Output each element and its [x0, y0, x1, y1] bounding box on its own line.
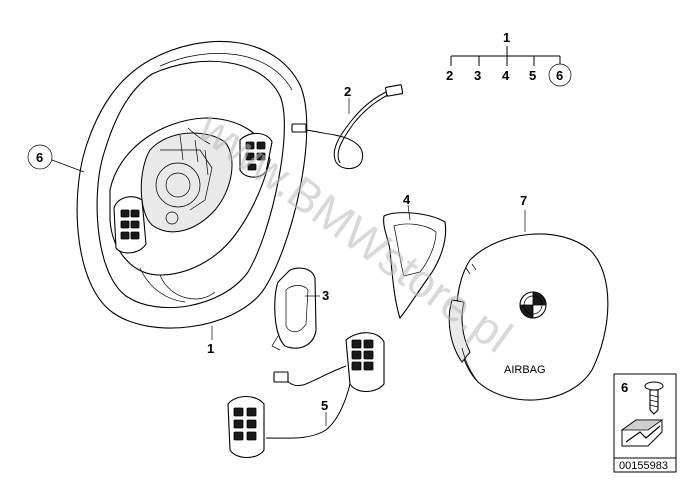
airbag-module: AIRBAG 7 — [448, 193, 609, 401]
wiring-harness-label: 2 — [344, 84, 351, 99]
tree-child-label: 2 — [446, 68, 453, 83]
wiring-harness: 2 — [291, 84, 404, 169]
legend-part-label: 6 — [621, 380, 628, 395]
trim-cover-left-label: 3 — [322, 288, 329, 303]
tree-child-label: 5 — [529, 68, 536, 83]
tree-child-label: 4 — [502, 68, 510, 83]
tree-child-label: 3 — [474, 68, 481, 83]
trim-cover-right-label: 4 — [403, 192, 411, 207]
steering-wheel-label: 1 — [207, 341, 214, 356]
tree-root-label: 1 — [503, 30, 510, 45]
tree-child-label: 6 — [556, 68, 563, 83]
legend-box: 6 00155983 — [613, 373, 677, 473]
switch-assembly-label: 5 — [321, 398, 328, 413]
tree-child-circle — [548, 63, 572, 87]
switch-assembly: 5 — [227, 332, 385, 459]
callout-circle — [27, 144, 53, 170]
airbag-imprint: AIRBAG — [504, 364, 546, 376]
steering-wheel: 6 1 — [27, 40, 308, 356]
trim-cover-right: 4 — [383, 192, 447, 320]
airbag-module-label: 7 — [520, 193, 527, 208]
diagram-id: 00155983 — [619, 460, 668, 472]
parts-tree: 1 2 3 4 5 6 — [446, 30, 572, 87]
screw-icon — [644, 381, 664, 391]
trim-cover-left: 3 — [271, 267, 329, 351]
steering-wheel-callout-label: 6 — [36, 150, 43, 165]
